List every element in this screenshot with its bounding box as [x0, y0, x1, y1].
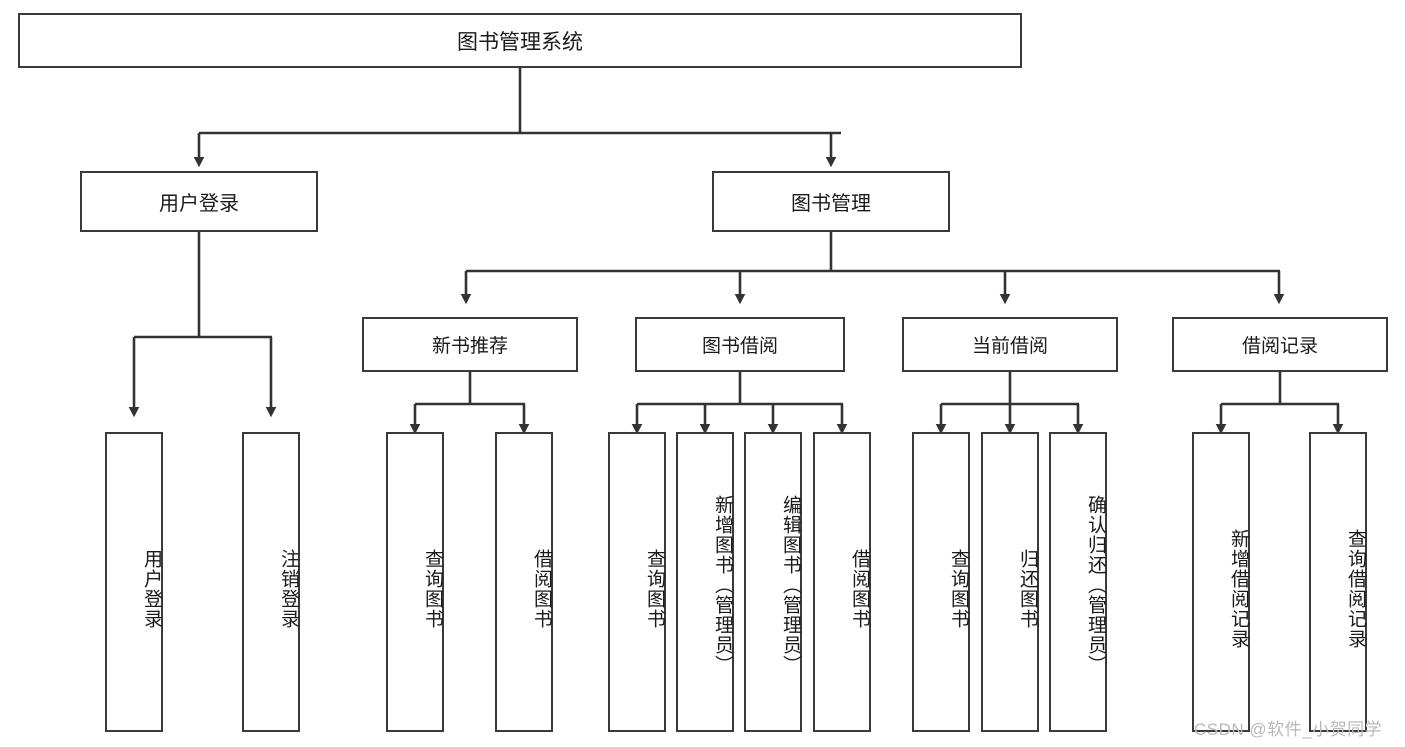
- leaf-borrow-record-query-record[interactable]: 查询借阅记录: [1309, 432, 1367, 732]
- node-label: 确认归还（管理员）: [1085, 495, 1106, 675]
- node-label: 借阅图书: [531, 549, 552, 629]
- leaf-current-borrow-query-books[interactable]: 查询图书: [912, 432, 970, 732]
- node-label: 当前借阅: [971, 336, 1048, 357]
- leaf-current-borrow-confirm-return-admin[interactable]: 确认归还（管理员）: [1049, 432, 1107, 732]
- node-book-management[interactable]: 图书管理: [712, 171, 950, 232]
- leaf-current-borrow-return-books[interactable]: 归还图书: [981, 432, 1039, 732]
- node-label: 查询图书: [644, 549, 665, 629]
- leaf-user-login-logout[interactable]: 注销登录: [242, 432, 300, 732]
- node-book-borrow[interactable]: 图书借阅: [635, 317, 845, 372]
- node-label: 查询图书: [422, 549, 443, 629]
- node-label: 新增图书（管理员）: [712, 495, 733, 675]
- node-label: 查询借阅记录: [1345, 529, 1366, 649]
- node-label: 注销登录: [278, 549, 299, 629]
- node-label: 图书管理系统: [457, 30, 583, 54]
- node-label: 图书借阅: [701, 336, 778, 357]
- leaf-book-borrow-edit-book-admin[interactable]: 编辑图书（管理员）: [744, 432, 802, 732]
- node-label: 借阅记录: [1241, 336, 1318, 357]
- node-new-book-recommend[interactable]: 新书推荐: [362, 317, 578, 372]
- node-label: 新增借阅记录: [1228, 529, 1249, 649]
- leaf-book-borrow-add-book-admin[interactable]: 新增图书（管理员）: [676, 432, 734, 732]
- node-label: 查询图书: [948, 549, 969, 629]
- leaf-book-borrow-query-books[interactable]: 查询图书: [608, 432, 666, 732]
- node-label: 用户登录: [159, 193, 239, 215]
- leaf-new-book-borrow-books[interactable]: 借阅图书: [495, 432, 553, 732]
- node-label: 归还图书: [1017, 549, 1038, 629]
- node-label: 图书管理: [791, 193, 871, 215]
- leaf-book-borrow-borrow-books[interactable]: 借阅图书: [813, 432, 871, 732]
- csdn-watermark: CSDN @软件_小贺同学: [1194, 715, 1382, 740]
- node-label: 编辑图书（管理员）: [780, 495, 801, 675]
- leaf-new-book-query-books[interactable]: 查询图书: [386, 432, 444, 732]
- node-label: 借阅图书: [849, 549, 870, 629]
- node-current-borrow[interactable]: 当前借阅: [902, 317, 1118, 372]
- node-user-login[interactable]: 用户登录: [80, 171, 318, 232]
- leaf-user-login-login[interactable]: 用户登录: [105, 432, 163, 732]
- node-label: 新书推荐: [431, 336, 508, 357]
- leaf-borrow-record-add-record[interactable]: 新增借阅记录: [1192, 432, 1250, 732]
- node-borrow-record[interactable]: 借阅记录: [1172, 317, 1388, 372]
- watermark-text: CSDN @软件_小贺同学: [1194, 720, 1383, 739]
- node-label: 用户登录: [141, 549, 162, 629]
- node-root-book-management-system[interactable]: 图书管理系统: [18, 13, 1022, 68]
